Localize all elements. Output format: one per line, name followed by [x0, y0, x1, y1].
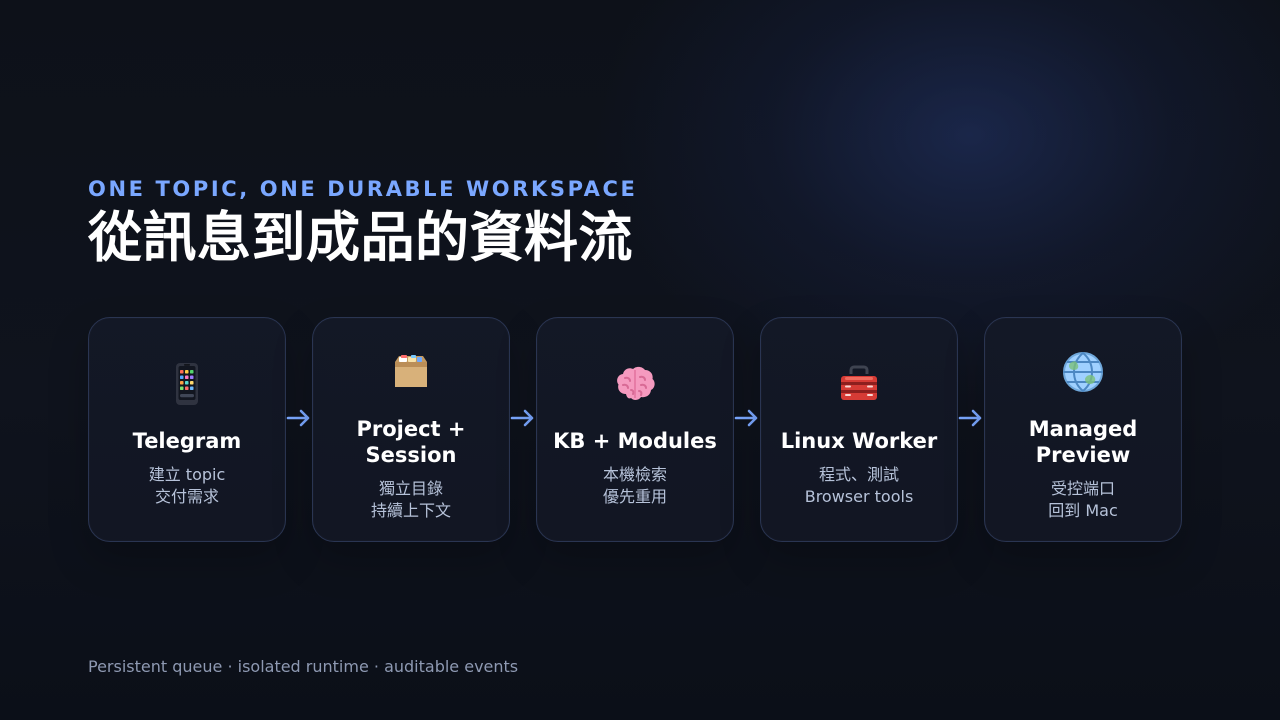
- page-title: 從訊息到成品的資料流: [88, 206, 633, 269]
- arrow-right-icon: [286, 408, 312, 428]
- brain-icon: [609, 358, 661, 410]
- card-managed-preview: Managed Preview 受控端口 回到 Mac: [984, 317, 1182, 542]
- card-description: 建立 topic 交付需求: [148, 465, 226, 506]
- toolbox-icon: [833, 358, 885, 410]
- card-title: Managed Preview: [1028, 417, 1138, 467]
- card-project-session: Project + Session 獨立目錄 持續上下文: [312, 317, 534, 542]
- card-title: Telegram: [132, 429, 242, 453]
- card-title: Linux Worker: [780, 429, 938, 453]
- card-description: 獨立目錄 持續上下文: [370, 479, 451, 520]
- workflow-diagram: Telegram 建立 topic 交付需求 Project + Session…: [88, 317, 1192, 544]
- card-title: KB + Modules: [553, 429, 717, 453]
- card-telegram: Telegram 建立 topic 交付需求: [88, 317, 310, 542]
- arrow-right-icon: [958, 408, 984, 428]
- file-box-icon: [385, 346, 437, 398]
- eyebrow-label: ONE TOPIC, ONE DURABLE WORKSPACE: [88, 177, 638, 201]
- footer-note: Persistent queue · isolated runtime · au…: [88, 657, 519, 676]
- arrow-right-icon: [510, 408, 536, 428]
- card-description: 本機檢索 優先重用: [602, 465, 667, 506]
- card-description: 程式、測試 Browser tools: [804, 465, 914, 506]
- card-title: Project + Session: [356, 417, 466, 467]
- card-kb-modules: KB + Modules 本機檢索 優先重用: [536, 317, 758, 542]
- card-description: 受控端口 回到 Mac: [1048, 479, 1118, 520]
- globe-icon: [1057, 346, 1109, 398]
- arrow-right-icon: [734, 408, 760, 428]
- card-linux-worker: Linux Worker 程式、測試 Browser tools: [760, 317, 982, 542]
- mobile-phone-icon: [161, 358, 213, 410]
